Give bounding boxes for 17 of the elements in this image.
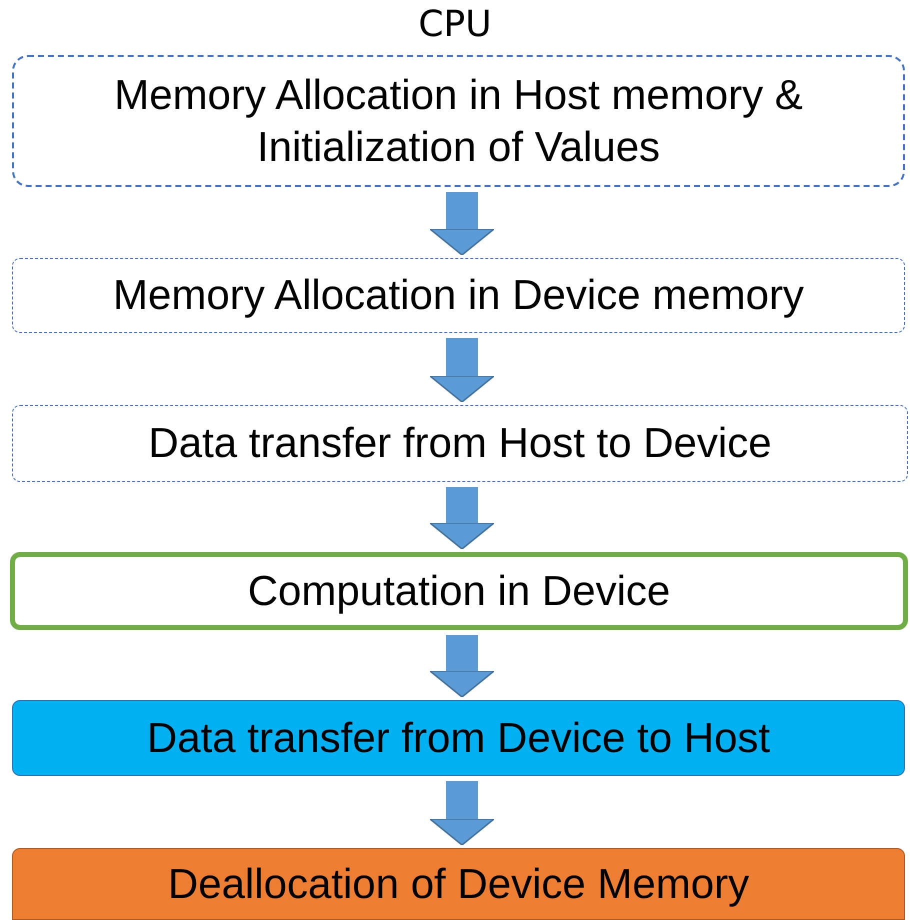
step-label: Memory Allocation in Device memory bbox=[113, 270, 804, 320]
heading: CPU bbox=[417, 4, 493, 45]
process-box bbox=[12, 700, 905, 776]
process-box bbox=[10, 552, 908, 630]
block-arrow bbox=[429, 192, 495, 256]
process-box bbox=[12, 848, 905, 920]
process-box bbox=[12, 55, 905, 187]
step-label: Data transfer from Device to Host bbox=[146, 712, 770, 763]
step-label: Data transfer from Host to Device bbox=[148, 418, 772, 468]
block-arrow bbox=[429, 487, 495, 550]
step-label: Deallocation of Device Memory bbox=[168, 858, 750, 909]
block-arrow bbox=[429, 635, 495, 698]
block-arrow bbox=[429, 338, 495, 403]
step-label: Memory Allocation in Host memory & Initialization of Values bbox=[113, 70, 804, 172]
process-box bbox=[12, 405, 908, 482]
process-box bbox=[12, 258, 905, 333]
step-label: Computation in Device bbox=[248, 566, 670, 616]
